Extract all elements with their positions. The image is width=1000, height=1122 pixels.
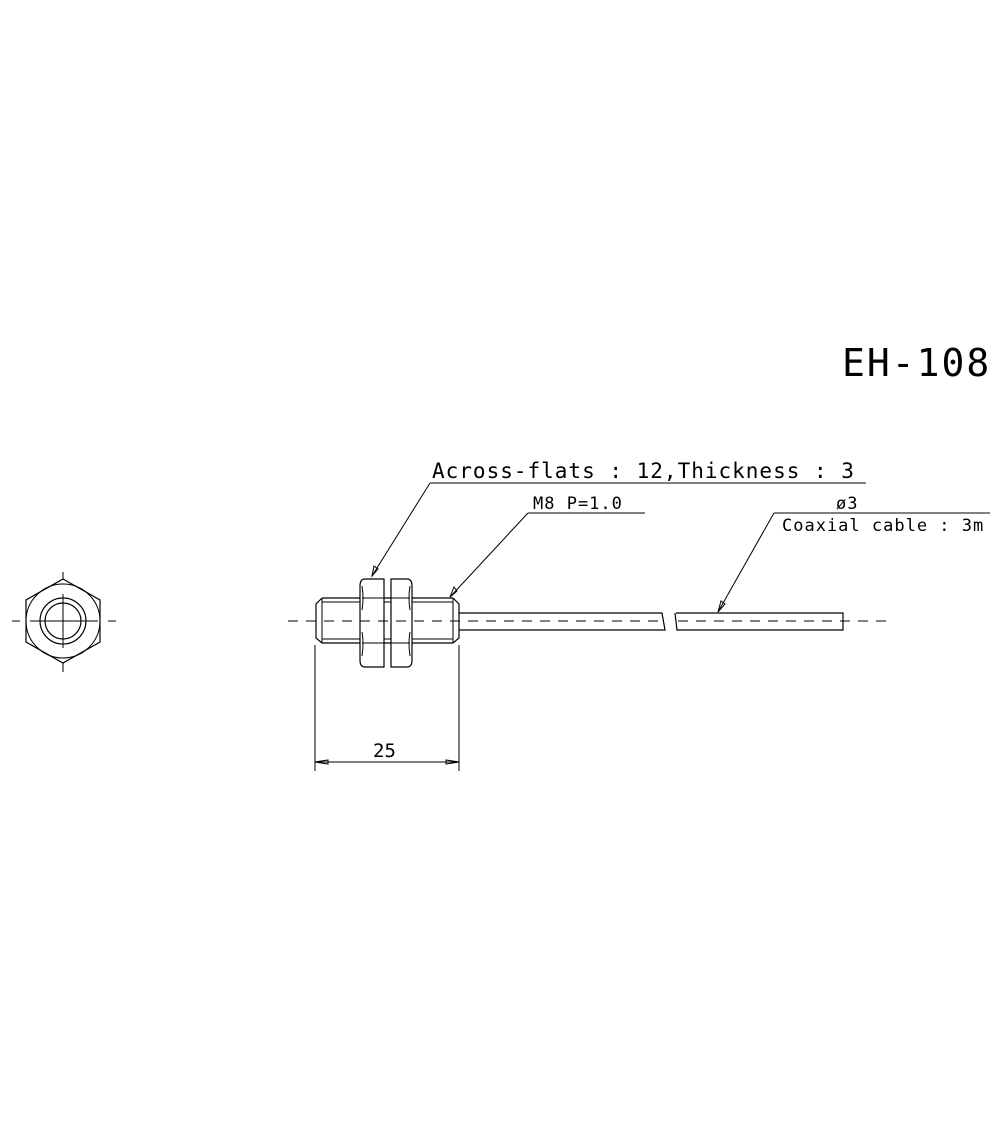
nut-2 <box>390 578 413 668</box>
thread-label: M8 P=1.0 <box>533 494 623 514</box>
cable-diameter-label: ø3 <box>836 494 858 514</box>
dimension-body-length: 25 <box>314 645 460 771</box>
leader-thread: M8 P=1.0 <box>449 494 645 598</box>
leader-cable: ø3 Coaxial cable : 3m <box>717 494 990 613</box>
cable-segment-2 <box>674 612 844 631</box>
dimension-25: 25 <box>373 740 396 762</box>
threaded-body <box>315 597 460 644</box>
end-view-hex-nut <box>12 572 116 672</box>
leader-across-flats: Across-flats : 12,Thickness : 3 <box>371 459 866 578</box>
nut-1 <box>359 578 385 668</box>
across-flats-label: Across-flats : 12,Thickness : 3 <box>432 459 855 483</box>
cable-label: Coaxial cable : 3m <box>782 516 984 536</box>
model-title: EH-108 <box>842 341 991 385</box>
cable-segment-1 <box>459 612 666 631</box>
side-view-sensor: 25 <box>288 578 890 771</box>
